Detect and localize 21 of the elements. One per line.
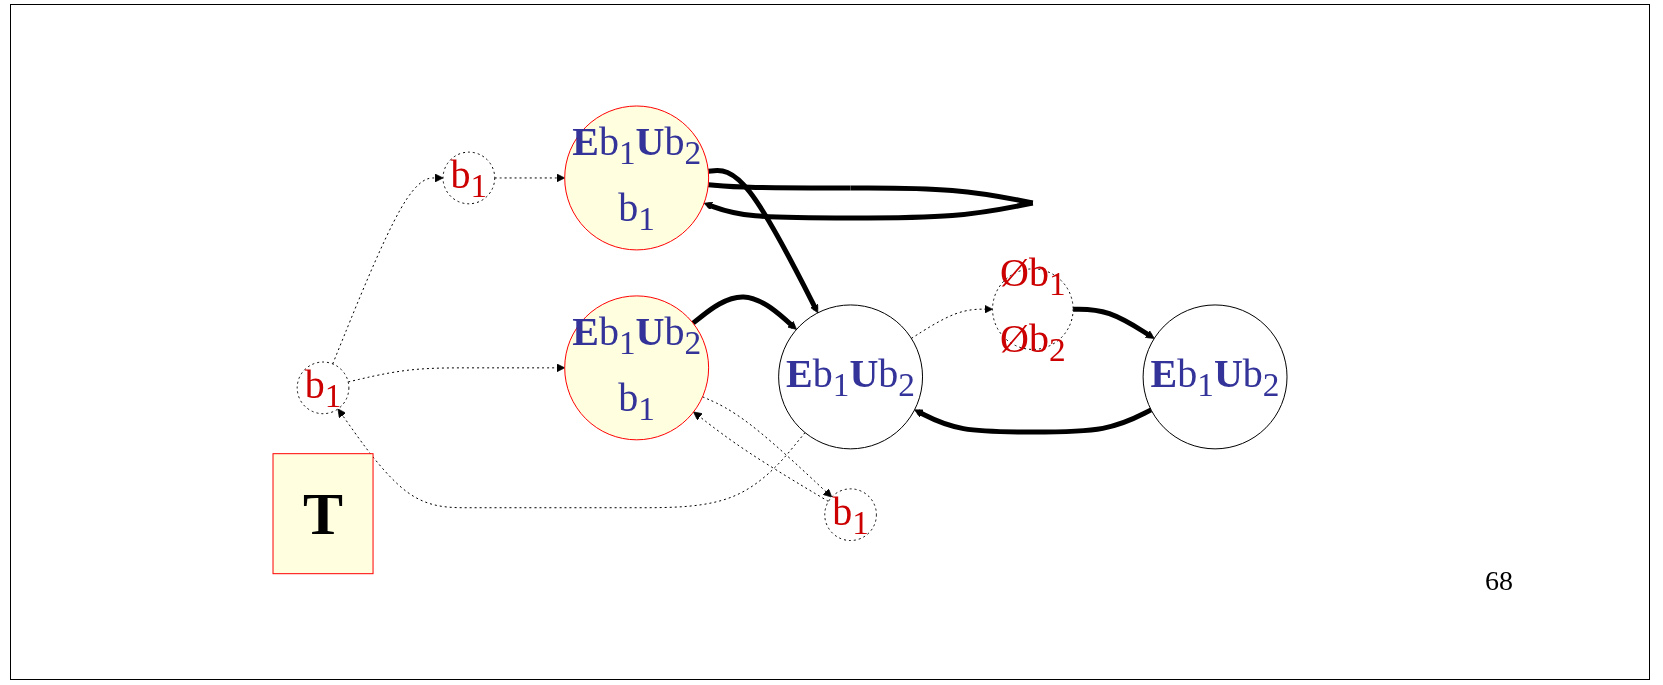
arrow bbox=[347, 363, 566, 383]
node-circle: b$_{1}$ bbox=[442, 151, 496, 205]
arrow bbox=[693, 411, 829, 503]
page-number: 68 bbox=[1485, 565, 1513, 597]
arrow bbox=[494, 173, 566, 183]
arrow bbox=[702, 396, 833, 498]
arrow bbox=[332, 173, 444, 365]
arrow bbox=[914, 407, 1153, 435]
arrow bbox=[1073, 306, 1155, 339]
arrow bbox=[910, 304, 993, 340]
node-circle: Eb$_{1}$Ub$_{2}$ b$_{1}$ bbox=[564, 105, 710, 251]
node-box: T bbox=[272, 453, 374, 575]
node-circle: b$_{1}$ bbox=[824, 488, 877, 542]
arrow bbox=[691, 294, 797, 330]
arrow bbox=[708, 168, 819, 314]
arrow bbox=[703, 182, 1034, 221]
arrow bbox=[337, 408, 806, 509]
node-circle: Eb$_{1}$Ub$_{2}$ bbox=[778, 304, 924, 450]
node-circle: b$_{1}$ bbox=[296, 361, 350, 415]
node-circle: Eb$_{1}$Ub$_{2}$ bbox=[1142, 304, 1288, 450]
node-circle: Eb$_{1}$Ub$_{2}$ b$_{1}$ bbox=[564, 295, 710, 441]
